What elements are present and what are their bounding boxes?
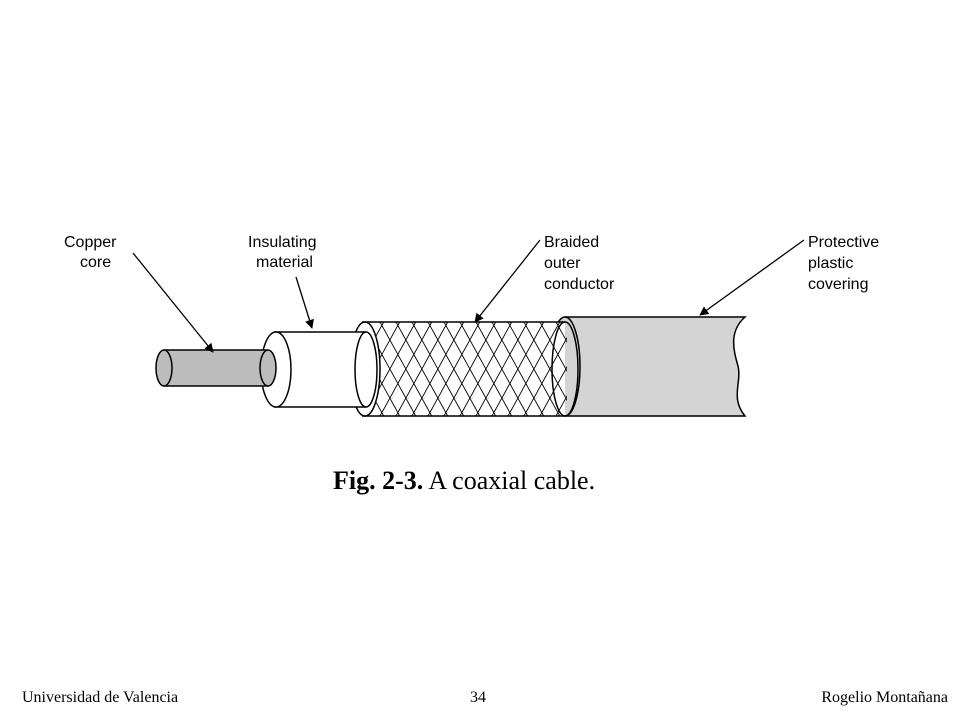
braid-strand bbox=[459, 322, 513, 416]
arrow-braided-conductor bbox=[474, 239, 541, 323]
braid-strand bbox=[507, 322, 561, 416]
braid-strand bbox=[427, 322, 481, 416]
braid-strand bbox=[475, 322, 529, 416]
braid-strand bbox=[443, 322, 497, 416]
figure-caption-text: A coaxial cable. bbox=[423, 466, 596, 495]
arrow-copper-core bbox=[132, 252, 214, 353]
figure-caption: Fig. 2-3. A coaxial cable. bbox=[333, 466, 595, 496]
arrow-protective-covering bbox=[699, 239, 805, 316]
label-insulating-material: Insulating material bbox=[248, 234, 321, 271]
label-braided-conductor: Braided outer conductor bbox=[544, 234, 615, 293]
footer-author: Rogelio Montañana bbox=[821, 689, 948, 706]
braid-strand bbox=[379, 322, 433, 416]
braid-strand bbox=[395, 322, 449, 416]
label-protective-covering: Protective plastic covering bbox=[808, 234, 884, 293]
protective-covering bbox=[549, 316, 747, 417]
footer-page-number: 34 bbox=[470, 689, 486, 706]
braid-strand bbox=[523, 336, 567, 416]
braid-strand bbox=[555, 395, 567, 416]
figure-number: Fig. 2-3. bbox=[333, 466, 424, 495]
braid-strand bbox=[539, 365, 567, 416]
braid-strand bbox=[491, 322, 545, 416]
braid-strand bbox=[411, 322, 465, 416]
copper-core bbox=[155, 349, 277, 387]
insulating-layer bbox=[260, 331, 378, 408]
arrow-insulating-material bbox=[295, 276, 314, 329]
footer-institution: Universidad de Valencia bbox=[22, 689, 179, 706]
braid-strand bbox=[555, 322, 567, 343]
label-copper-core: Copper core bbox=[64, 234, 121, 271]
